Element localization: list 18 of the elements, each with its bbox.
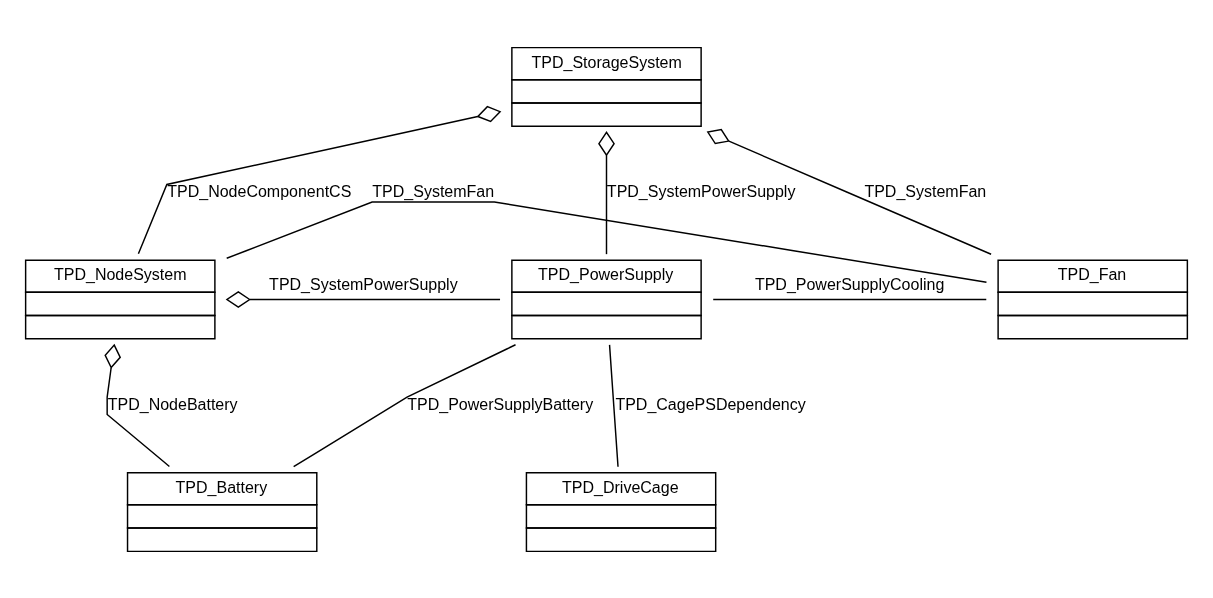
edge-label: TPD_PowerSupplyBattery	[407, 395, 594, 413]
edge-label: TPD_NodeBattery	[107, 395, 238, 413]
edge-label: TPD_PowerSupplyCooling	[754, 275, 945, 293]
connector	[137, 105, 502, 255]
connector	[706, 128, 992, 255]
connector	[598, 130, 615, 255]
connector	[225, 290, 501, 308]
connector	[226, 200, 988, 283]
connector	[104, 343, 171, 467]
edge-label: TPD_NodeComponentCS	[167, 182, 352, 200]
connector	[608, 343, 619, 467]
connector	[292, 343, 517, 467]
edge-label: TPD_CagePSDependency	[615, 395, 806, 413]
edge-label: TPD_SystemPowerSupply	[606, 182, 796, 200]
edge-label: TPD_SystemFan	[372, 182, 495, 200]
edge-label: TPD_SystemFan	[864, 182, 987, 200]
edge-label: TPD_SystemPowerSupply	[269, 275, 458, 293]
connector	[712, 298, 987, 300]
